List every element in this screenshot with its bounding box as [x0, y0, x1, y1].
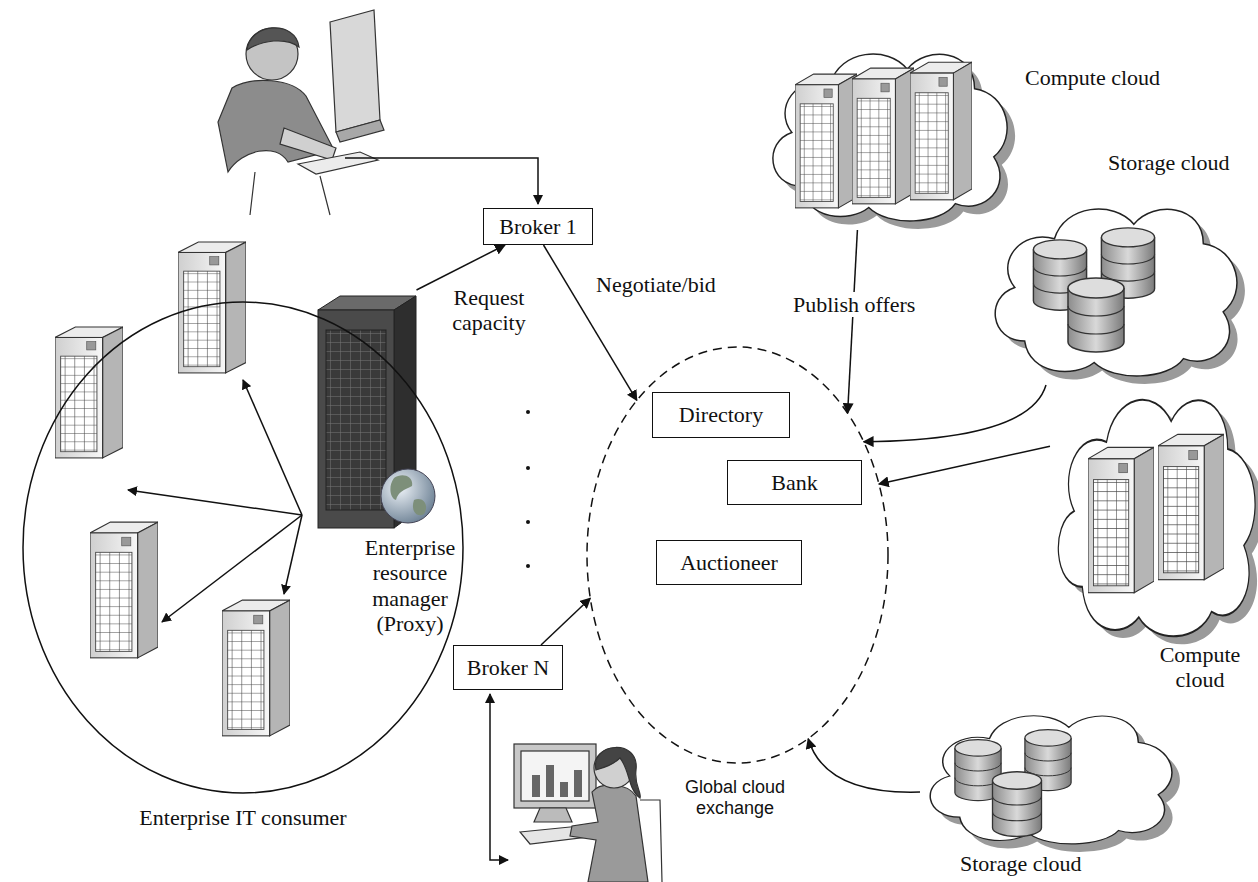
cloud-node: Compute cloud [1050, 380, 1258, 645]
connector-arrow [541, 598, 590, 645]
cloud-shadow [781, 62, 1258, 852]
cloud-label: Storage cloud [960, 851, 1082, 876]
box-label: Broker 1 [499, 214, 577, 239]
broker-box: Broker N [453, 645, 563, 690]
service-box: Bank [727, 460, 862, 505]
connector-arrow [879, 446, 1050, 484]
user-request-line [490, 694, 508, 860]
box-label: Auctioneer [680, 550, 778, 575]
proxy-server-icon [318, 296, 435, 528]
cloud-node: Compute cloud [763, 40, 1018, 230]
enterprise-region: Enterprise IT consumerEnterprise resourc… [21, 300, 465, 795]
cloud-node: Storage cloud [985, 195, 1250, 385]
cloud-label: Compute cloud [1145, 642, 1255, 693]
cloud-node: Storage cloud [920, 705, 1185, 850]
connector-arrow [417, 245, 506, 290]
box-label: Broker N [467, 655, 549, 680]
region-caption: Enterprise IT consumer [21, 805, 465, 830]
broker-box: Broker 1 [483, 208, 593, 245]
cloud-label: Storage cloud [1108, 150, 1230, 175]
connector-arrow [864, 385, 1046, 442]
server-icon [55, 242, 290, 736]
proxy-node: Enterprise resource manager (Proxy) [345, 290, 475, 650]
exchange-region: Global cloud exchangeDirectoryBankAuctio… [585, 345, 890, 765]
cloud-label: Compute cloud [1025, 65, 1160, 90]
edge-label: Request capacity [446, 285, 532, 336]
storage-icon [955, 228, 1155, 837]
service-box: Directory [652, 392, 790, 438]
edge-label: Publish offers [790, 292, 918, 317]
service-box: Auctioneer [656, 540, 802, 585]
person-figure [514, 744, 662, 882]
region-ellipse [587, 347, 888, 763]
ellipsis-dots [526, 410, 530, 568]
edge-label: Negotiate/bid [596, 272, 716, 297]
dispatch-arrow [128, 380, 302, 622]
connector-arrow [848, 230, 858, 413]
cloud-outline [773, 54, 1255, 844]
connector-arrow [808, 739, 920, 792]
region-caption: Global cloud exchange [670, 777, 800, 818]
proxy-label: Enterprise resource manager (Proxy) [345, 535, 475, 636]
box-label: Directory [679, 402, 763, 427]
server-icon [795, 62, 1224, 593]
connector-arrow [544, 245, 637, 400]
box-label: Bank [771, 470, 817, 495]
user-request-line [345, 158, 538, 204]
person-figure [218, 10, 384, 215]
